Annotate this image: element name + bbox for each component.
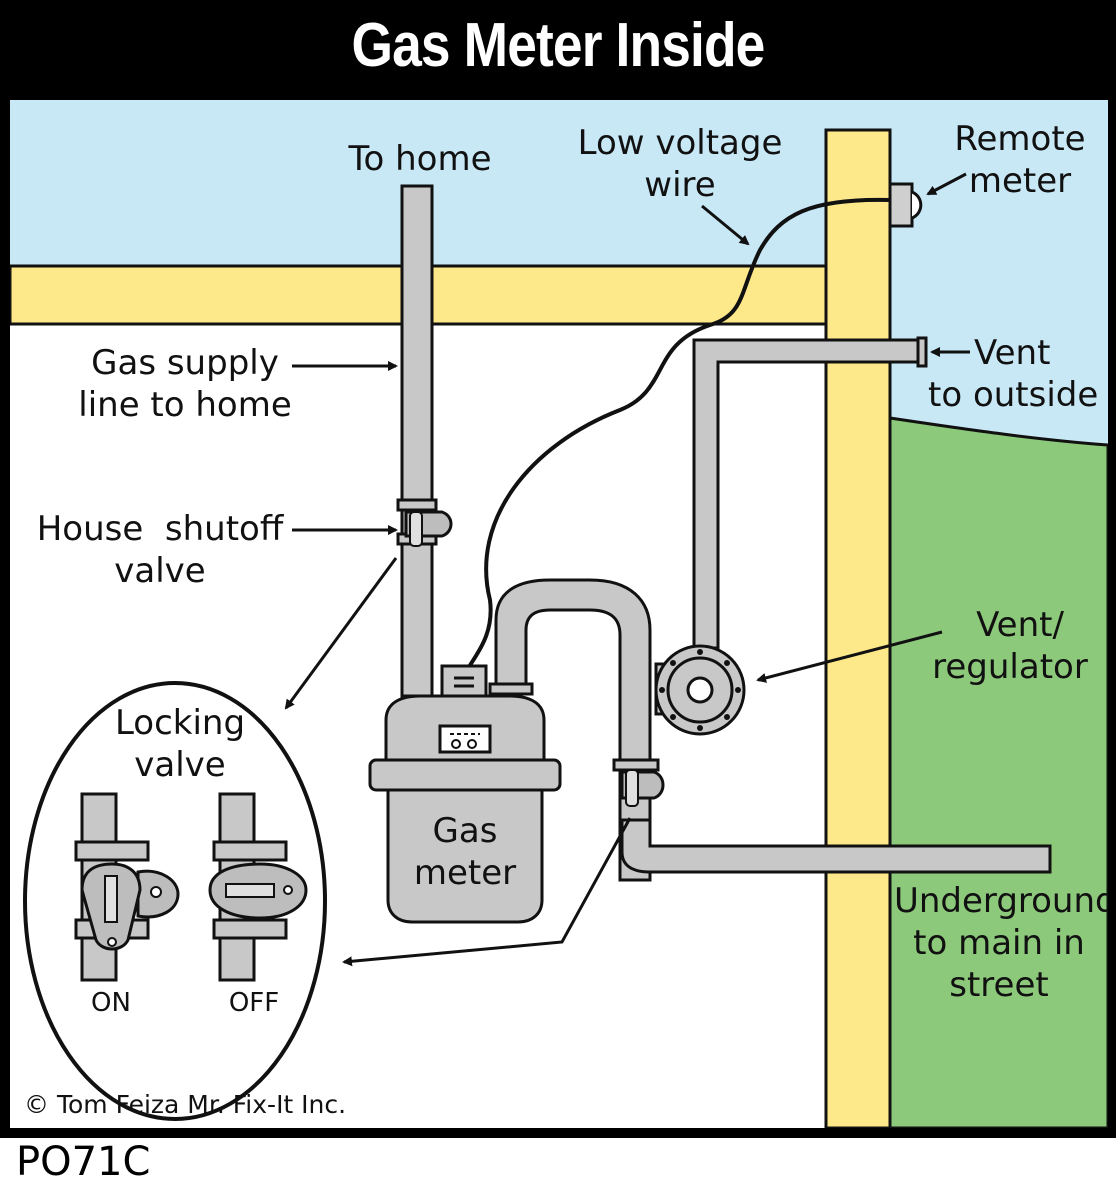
label-low-voltage-wire: Low voltage wire	[570, 122, 790, 206]
label-gas-meter-line1: Gas	[432, 811, 498, 851]
label-to-home: To home	[340, 138, 500, 180]
label-vent-regulator-line2: regulator	[932, 647, 1088, 687]
locking-valve-inset	[23, 681, 327, 1121]
vent-regulator-device	[654, 644, 746, 736]
remote-meter-device	[888, 182, 923, 228]
label-house-shutoff-line2: valve	[114, 551, 206, 591]
label-gas-supply-line1: Gas supply	[91, 343, 279, 383]
label-gas-meter-line2: meter	[413, 853, 517, 893]
house-shutoff-valve	[404, 510, 453, 547]
label-vent-regulator-line1: Vent/	[976, 605, 1064, 645]
label-remote-meter: Remote meter	[940, 118, 1100, 202]
label-underground-line1: Underground	[894, 881, 1108, 921]
label-gas-meter: Gas meter	[390, 810, 540, 894]
label-house-shutoff-valve: House shutoff valve	[30, 508, 290, 592]
gas-supply-pipe	[400, 184, 434, 698]
label-vent-outside-line1: Vent	[974, 333, 1051, 373]
diagram-canvas	[10, 100, 1108, 1128]
label-underground: Underground to main in street	[894, 880, 1108, 1006]
page-title: Gas Meter Inside	[351, 11, 766, 80]
gas-meter-device	[368, 664, 562, 924]
label-underground-line2: to main in	[913, 923, 1085, 963]
label-off: OFF	[228, 988, 280, 1018]
label-gas-supply-line2: line to home	[78, 385, 292, 425]
label-on: ON	[91, 988, 131, 1018]
ceiling-beam	[10, 264, 892, 326]
label-low-voltage-line2: wire	[644, 165, 716, 205]
label-house-shutoff-line1: House shutoff	[36, 509, 284, 549]
wall-post	[824, 128, 892, 1128]
low-voltage-wire	[463, 197, 891, 676]
figure-code: PO71C	[16, 1139, 151, 1185]
label-locking-valve-line1: Locking	[114, 703, 246, 743]
meter-shutoff-valve	[620, 769, 665, 807]
label-vent-outside-line2: to outside	[928, 375, 1099, 415]
label-to-home-text: To home	[348, 139, 492, 179]
label-vent-to-outside: Vent to outside	[928, 332, 1106, 416]
label-remote-meter-line1: Remote	[954, 119, 1086, 159]
label-remote-meter-line2: meter	[968, 161, 1072, 201]
label-underground-line3: street	[949, 965, 1049, 1005]
label-gas-supply-line: Gas supply line to home	[70, 342, 300, 426]
label-locking-valve: Locking valve	[100, 702, 260, 786]
label-locking-valve-line2: valve	[134, 745, 226, 785]
pointer-arrows	[284, 172, 970, 967]
diagram-panel: To home Low voltage wire Remote meter Ve…	[10, 100, 1108, 1128]
label-vent-regulator: Vent/ regulator	[920, 604, 1100, 688]
ground-area	[888, 416, 1108, 1128]
copyright-text: © Tom Feiza Mr. Fix-It Inc.	[24, 1090, 347, 1119]
label-low-voltage-line1: Low voltage	[577, 123, 783, 163]
